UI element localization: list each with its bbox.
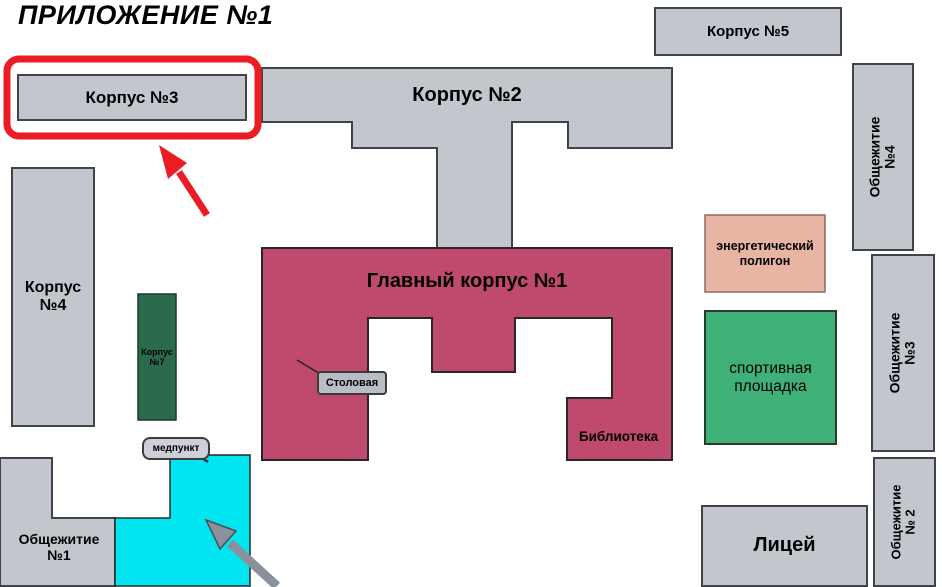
building-korpus3-shape — [17, 74, 247, 121]
building-korpus5-shape — [654, 7, 842, 56]
area-energy-polygon-shape — [704, 214, 826, 293]
area-sport-ground-shape — [704, 310, 837, 445]
building-unnamed-cyan-shape — [114, 454, 251, 587]
building-dorm4-shape — [852, 63, 914, 251]
gray-arrow-shaft — [226, 539, 281, 587]
building-korpus2-shape — [261, 67, 673, 249]
gray-arrow-icon — [204, 518, 238, 551]
building-dorm1-shape — [0, 457, 116, 587]
building-dorm3-shape — [871, 254, 935, 452]
label-stolovaya: Столовая — [317, 371, 387, 395]
building-licey-shape — [701, 505, 868, 587]
building-korpus4-shape — [11, 167, 95, 427]
building-korpus7-shape — [137, 293, 177, 421]
red-arrow-icon — [159, 145, 187, 179]
page-title: ПРИЛОЖЕНИЕ №1 — [18, 0, 274, 30]
red-arrow-shaft — [176, 170, 210, 217]
building-main-shape — [261, 247, 673, 461]
building-dorm2-shape — [873, 457, 936, 587]
highlight-box-korpus3 — [3, 55, 262, 140]
label-medpunkt: медпункт — [142, 437, 210, 460]
